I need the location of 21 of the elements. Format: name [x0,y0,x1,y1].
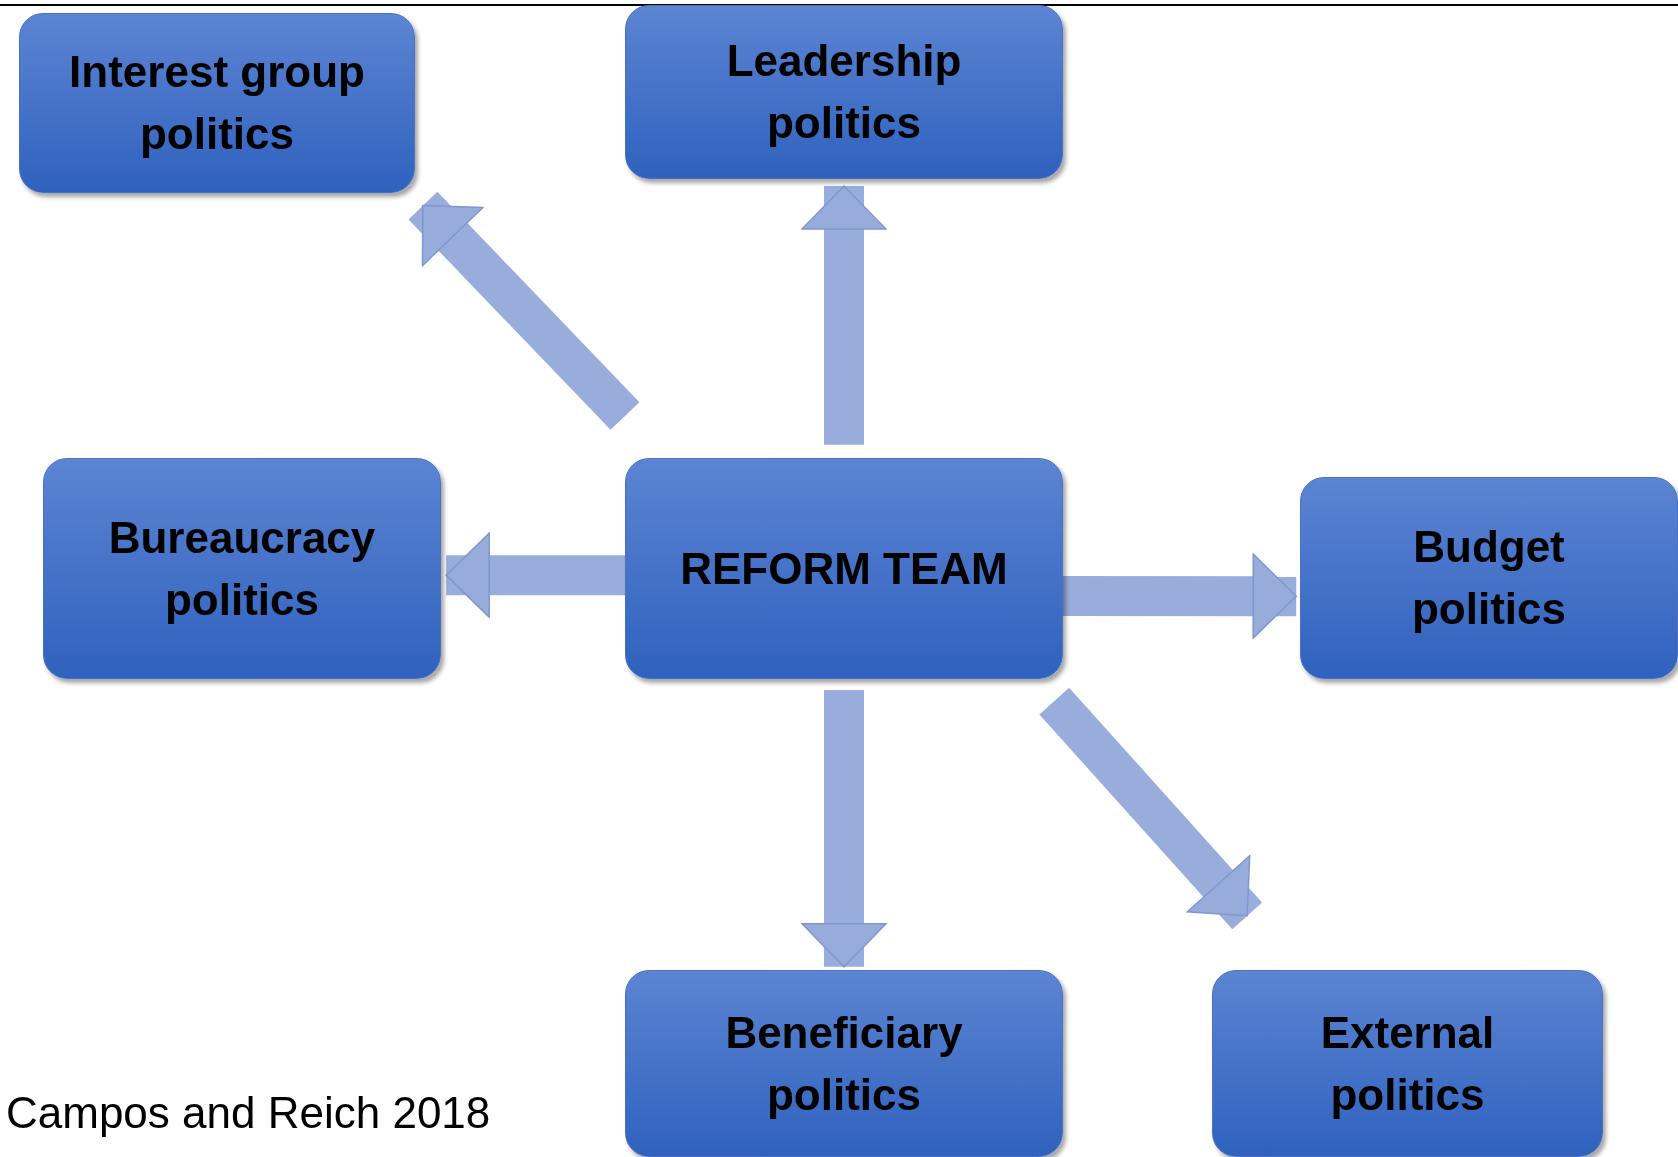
source-citation: Campos and Reich 2018 [6,1088,491,1138]
box-label: Leadership politics [725,35,963,149]
block-arrow [445,532,625,618]
rounded-box [1212,970,1603,1157]
rounded-box [19,13,415,193]
rounded-box [1300,477,1678,679]
rounded-box [625,5,1063,179]
box-label: External politics [1319,1006,1496,1121]
block-arrow [1039,687,1263,930]
box-label: Interest group politics [68,46,366,160]
block-arrow [801,185,887,445]
box-label: REFORM TEAM [680,542,1008,595]
box-label: Beneficiary politics [724,1006,964,1121]
block-arrow [801,690,887,968]
block-arrow [408,191,640,430]
rounded-box [625,458,1063,679]
block-arrow [1062,553,1297,639]
box-label: Budget politics [1411,521,1567,635]
rounded-box [43,458,441,679]
rounded-box [625,970,1063,1157]
box-label: Bureaucracy politics [107,511,377,626]
